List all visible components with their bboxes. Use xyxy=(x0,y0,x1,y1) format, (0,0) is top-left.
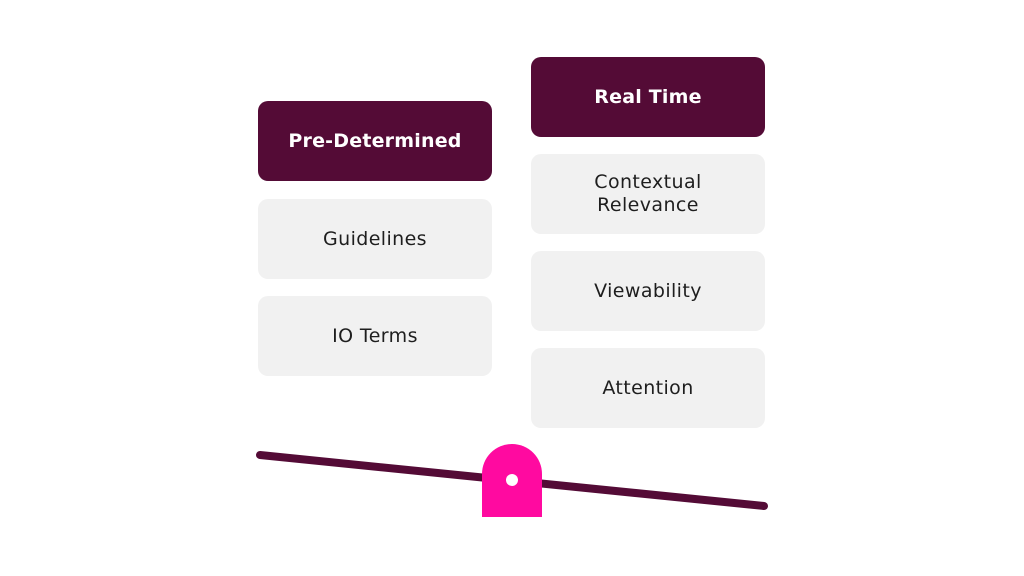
real-time-header: Real Time xyxy=(531,57,765,137)
attention-label: Attention xyxy=(602,376,694,399)
real-time-label: Real Time xyxy=(594,86,702,108)
guidelines-box: Guidelines xyxy=(258,199,492,279)
guidelines-label: Guidelines xyxy=(323,227,427,250)
pre-determined-header: Pre-Determined xyxy=(258,101,492,181)
contextual-relevance-box: Contextual Relevance xyxy=(531,154,765,234)
pre-determined-label: Pre-Determined xyxy=(288,130,462,152)
attention-box: Attention xyxy=(531,348,765,428)
viewability-box: Viewability xyxy=(531,251,765,331)
io-terms-label: IO Terms xyxy=(332,324,418,347)
io-terms-box: IO Terms xyxy=(258,296,492,376)
fulcrum-pivot-dot xyxy=(506,474,518,486)
viewability-label: Viewability xyxy=(594,279,702,302)
contextual-relevance-label: Contextual Relevance xyxy=(594,171,702,216)
